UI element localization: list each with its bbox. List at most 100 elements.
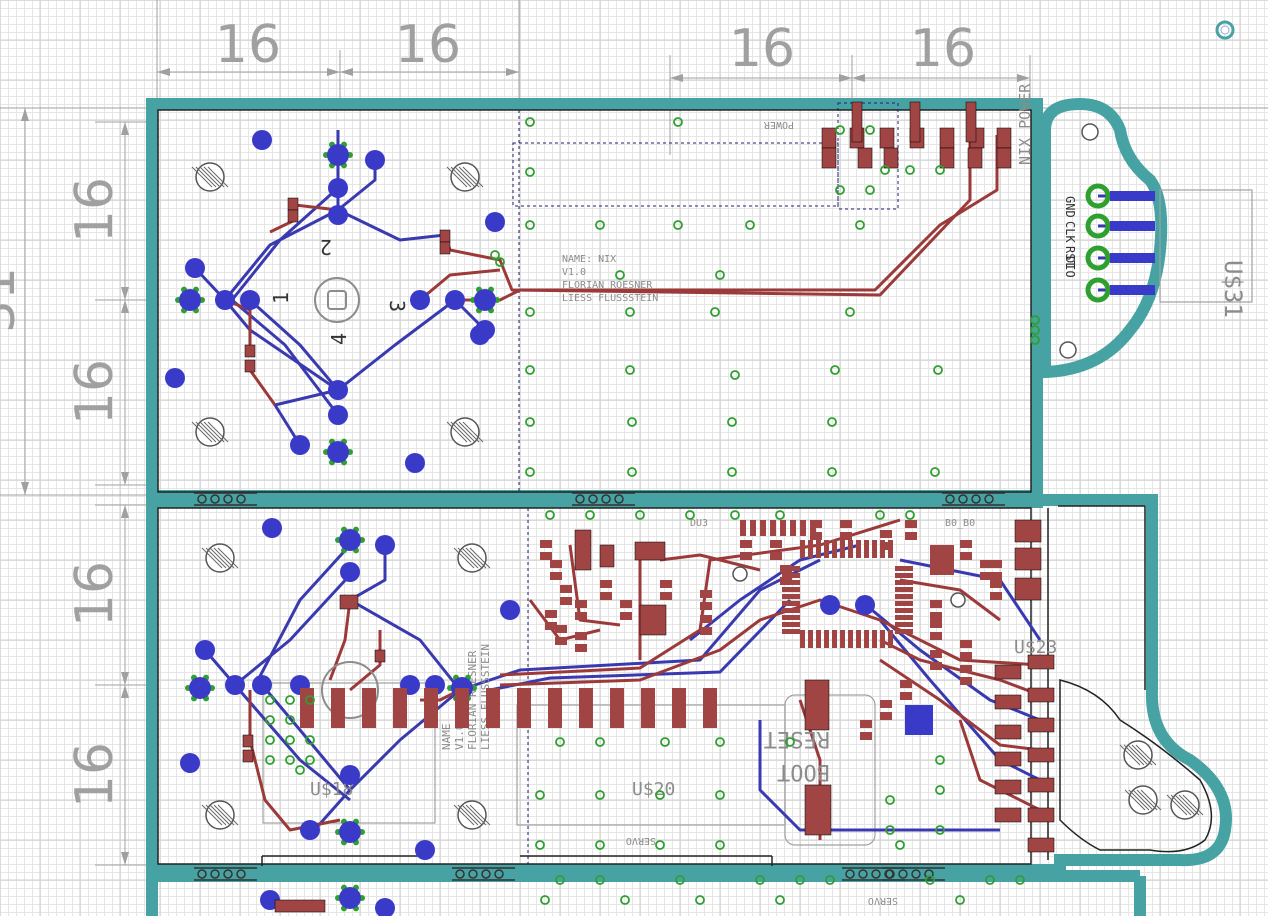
small-smd	[905, 520, 917, 528]
via	[730, 510, 740, 520]
smd-pad	[994, 751, 1022, 767]
thermal-pad	[189, 677, 211, 699]
via	[1030, 325, 1040, 335]
chip-pin	[895, 587, 913, 592]
joystick-footprint-middle	[321, 661, 379, 719]
chip-pin	[782, 629, 800, 634]
bite-hole	[210, 869, 220, 879]
hole-hatch	[457, 804, 479, 826]
smd-pad	[1027, 807, 1055, 823]
via	[755, 875, 765, 885]
hole-hatch	[461, 804, 483, 826]
via	[620, 895, 630, 905]
via	[1030, 335, 1040, 345]
bite-hole	[845, 869, 855, 879]
small-smd	[620, 612, 632, 620]
bite-hole	[223, 494, 233, 504]
smd-pad	[939, 147, 955, 169]
smd-pad	[996, 147, 1012, 169]
via	[1030, 315, 1040, 325]
hole-hatch	[209, 804, 231, 826]
ic-pin	[750, 520, 756, 536]
bottom-pad	[252, 675, 272, 695]
bottom-pad	[415, 840, 435, 860]
small-smd	[575, 632, 587, 640]
small-smd	[905, 532, 917, 540]
bite-hole	[898, 869, 908, 879]
bottom-pad	[300, 820, 320, 840]
bottom-pad	[410, 290, 430, 310]
bite-hole	[885, 869, 895, 879]
pads	[165, 101, 1204, 916]
bottom-pad	[195, 640, 215, 660]
via	[265, 755, 275, 765]
bottom-trace	[349, 545, 387, 602]
small-smd	[740, 540, 752, 548]
via	[685, 510, 695, 520]
hole-hatch	[465, 547, 487, 569]
smd-pad	[599, 544, 615, 568]
small-smd	[930, 632, 942, 640]
hole-hatch	[1178, 794, 1200, 816]
smd-pad	[439, 229, 451, 243]
small-smd	[880, 542, 892, 550]
bottom-trace	[248, 298, 456, 392]
hole-hatch	[207, 166, 229, 188]
via	[930, 467, 940, 477]
chip-pin	[800, 630, 805, 648]
hole-hatch	[1132, 789, 1154, 811]
header-pad	[1085, 277, 1111, 303]
connector-pad	[393, 688, 407, 728]
small-smd	[880, 530, 892, 538]
thermal-pad	[339, 887, 361, 909]
via	[525, 220, 535, 230]
bite-hole	[945, 494, 955, 504]
ic-pin	[770, 520, 776, 536]
via	[675, 875, 685, 885]
connector-pad	[331, 688, 345, 728]
smd-pad	[1027, 687, 1055, 703]
smd-pad	[804, 679, 830, 731]
hole-hatch	[462, 166, 484, 188]
small-smd	[770, 540, 782, 548]
via	[525, 365, 535, 375]
ic-pin	[740, 520, 746, 536]
chip-pin	[782, 601, 800, 606]
via	[295, 765, 305, 775]
small-hole	[1059, 341, 1077, 359]
small-smd	[555, 637, 567, 645]
ic-pin	[780, 520, 786, 536]
hole-hatch	[450, 421, 472, 443]
dimension-lines	[0, 0, 1268, 866]
label-mid-name: NAME	[440, 724, 453, 751]
ring-icon[interactable]	[1215, 20, 1235, 40]
dimension-labels: 16 16 16 16 16 16 16 16 31	[0, 15, 976, 808]
small-smd	[780, 565, 792, 573]
chip-pin	[782, 622, 800, 627]
via	[673, 117, 683, 127]
via	[845, 307, 855, 317]
header-finger	[1110, 285, 1155, 295]
via	[625, 307, 635, 317]
bite-hole	[575, 494, 585, 504]
chip-pin	[832, 540, 837, 558]
chip-pin	[895, 580, 913, 585]
small-smd	[660, 592, 672, 600]
via	[1015, 875, 1025, 885]
via	[305, 695, 315, 705]
hole-hatch	[191, 421, 213, 443]
via	[625, 365, 635, 375]
small-smd	[960, 552, 972, 560]
top-trace	[349, 630, 382, 692]
smd-pad	[287, 209, 299, 223]
via	[933, 365, 943, 375]
chip-pin	[816, 540, 821, 558]
chip-pin	[782, 594, 800, 599]
hole-hatch	[217, 804, 239, 826]
via	[490, 250, 500, 260]
small-smd	[700, 602, 712, 610]
thermal-pad	[327, 144, 349, 166]
